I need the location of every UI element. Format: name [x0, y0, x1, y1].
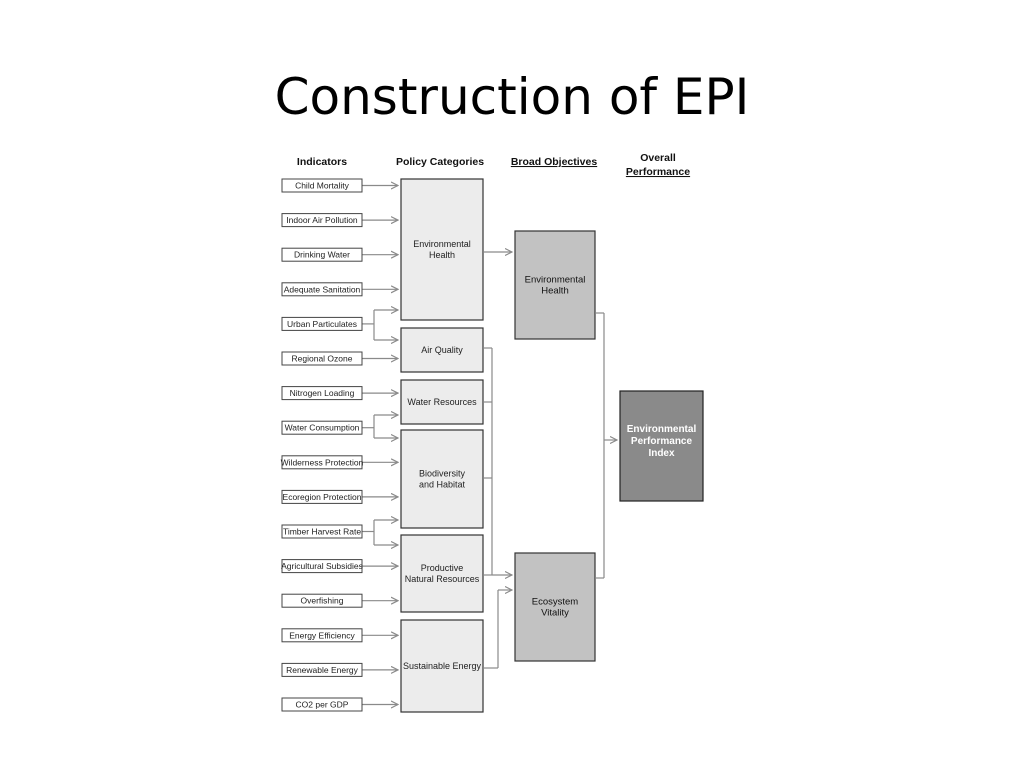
category-label: Biodiversity: [419, 469, 466, 479]
overall-label: Environmental: [627, 424, 697, 435]
category-label: Environmental: [413, 239, 471, 249]
category-sustainable-energy: Sustainable Energy: [400, 619, 484, 713]
indicator-box: [281, 593, 363, 608]
objective-label: Vitality: [541, 608, 569, 619]
indicator-label: Indoor Air Pollution: [286, 215, 358, 225]
category-label: Natural Resources: [405, 574, 480, 584]
indicator-box: [281, 386, 363, 401]
category-label: Air Quality: [421, 345, 463, 355]
indicator-wilderness-protection: Wilderness Protection: [281, 455, 364, 470]
indicator-box: [281, 662, 363, 677]
overall-epi-box: [619, 390, 704, 502]
header-overall-line-2: Performance: [626, 166, 690, 178]
indicator-child-mortality: Child Mortality: [281, 178, 363, 193]
slide-title: Construction of EPI: [274, 68, 750, 126]
category-label: Sustainable Energy: [403, 661, 482, 671]
indicator-box: [281, 628, 363, 643]
header-overall-line-1: Overall: [640, 152, 676, 164]
indicator-box: [281, 559, 363, 574]
indicator-label: Child Mortality: [295, 181, 350, 191]
indicator-box: [281, 420, 363, 435]
indicator-renewable-energy: Renewable Energy: [281, 662, 363, 677]
indicator-label: Nitrogen Loading: [290, 388, 355, 398]
category-label: Water Resources: [407, 397, 477, 407]
header-broad-objectives: Broad Objectives: [511, 156, 598, 168]
category-box: [400, 379, 484, 425]
category-label: Productive: [421, 563, 464, 573]
connector-lines: [362, 186, 617, 705]
indicator-nitrogen-loading: Nitrogen Loading: [281, 386, 363, 401]
indicator-box: [281, 455, 363, 470]
indicator-label: Wilderness Protection: [281, 457, 364, 467]
indicator-box: [281, 213, 363, 228]
indicator-ecoregion-protection: Ecoregion Protection: [281, 489, 363, 504]
category-label: and Habitat: [419, 480, 466, 490]
objective-label: Environmental: [525, 275, 586, 286]
indicator-indoor-air-pollution: Indoor Air Pollution: [281, 213, 363, 228]
indicator-label: Overfishing: [301, 596, 344, 606]
indicator-energy-efficiency: Energy Efficiency: [281, 628, 363, 643]
category-box: [400, 429, 484, 529]
indicator-timber-harvest-rate: Timber Harvest Rate: [281, 524, 363, 539]
indicator-box: [281, 524, 363, 539]
category-box: [400, 534, 484, 613]
indicator-box: [281, 351, 363, 366]
objective-label: Health: [541, 286, 568, 297]
category-box: [400, 327, 484, 373]
indicator-label: CO2 per GDP: [296, 700, 349, 710]
indicator-box: [281, 282, 363, 297]
indicator-box: [281, 697, 363, 712]
indicator-box: [281, 247, 363, 262]
category-box: [400, 619, 484, 713]
indicator-drinking-water: Drinking Water: [281, 247, 363, 262]
indicator-agricultural-subsidies: Agricultural Subsidies: [281, 559, 363, 574]
overall-label: Index: [648, 448, 675, 459]
indicator-box: [281, 316, 363, 331]
indicator-label: Agricultural Subsidies: [281, 561, 363, 571]
indicator-box: [281, 489, 363, 504]
indicator-overfishing: Overfishing: [281, 593, 363, 608]
indicator-regional-ozone: Regional Ozone: [281, 351, 363, 366]
header-policy-categories: Policy Categories: [396, 156, 484, 168]
category-box: [400, 178, 484, 321]
category-air-quality: Air Quality: [400, 327, 484, 373]
objective-label: Ecosystem: [532, 597, 579, 608]
indicator-adequate-sanitation: Adequate Sanitation: [281, 282, 363, 297]
objective-box: [514, 552, 596, 662]
indicator-water-consumption: Water Consumption: [281, 420, 363, 435]
indicator-label: Water Consumption: [285, 423, 360, 433]
header-indicators: Indicators: [297, 156, 347, 168]
indicator-label: Urban Particulates: [287, 319, 357, 329]
indicator-urban-particulates: Urban Particulates: [281, 316, 363, 331]
category-label: Health: [429, 250, 455, 260]
category-water-resources: Water Resources: [400, 379, 484, 425]
indicator-label: Timber Harvest Rate: [283, 527, 361, 537]
indicator-co2-per-gdp: CO2 per GDP: [281, 697, 363, 712]
overall-label: Performance: [631, 436, 693, 447]
indicator-label: Drinking Water: [294, 250, 350, 260]
objective-box: [514, 230, 596, 340]
indicator-label: Renewable Energy: [286, 665, 359, 675]
indicator-label: Energy Efficiency: [289, 630, 355, 640]
indicator-label: Regional Ozone: [292, 354, 353, 364]
indicator-label: Adequate Sanitation: [284, 284, 361, 294]
indicator-label: Ecoregion Protection: [283, 492, 362, 502]
indicator-box: [281, 178, 363, 193]
